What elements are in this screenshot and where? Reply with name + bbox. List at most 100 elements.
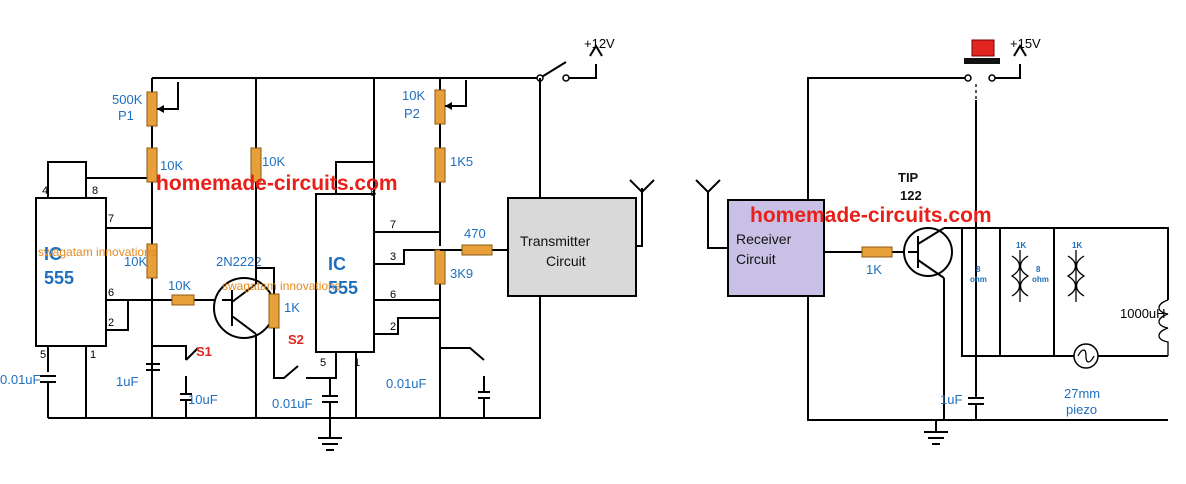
ground-symbol-rx: [924, 420, 948, 445]
supply-arrow-15v: [1013, 44, 1027, 57]
r-10k-c-label: 10K: [262, 154, 285, 169]
supply-12v-label: +12V: [584, 36, 615, 51]
ground-symbol-tx: [318, 418, 342, 451]
ic2-label-2: 555: [328, 278, 358, 298]
t1-value: 1K: [1016, 241, 1026, 250]
ic1-pin-6: 6: [108, 287, 114, 299]
t1-coil-a: [1010, 255, 1021, 297]
p1-name: P1: [118, 108, 134, 123]
c3-label: 10uF: [188, 392, 218, 407]
supply-arrow-12v: [589, 44, 603, 57]
p2-potentiometer: [434, 89, 446, 125]
column-wire-p2: [439, 78, 490, 418]
s1-switch: [152, 345, 199, 418]
r-1k5-label: 1K5: [450, 154, 473, 169]
watermark-brand-2: swagatam innovations: [222, 279, 341, 293]
pushbutton-contact-a: [964, 74, 972, 82]
watermark-brand-1: swagatam innovations: [38, 245, 157, 259]
r-3k9: [434, 249, 446, 285]
receiver-block: [727, 199, 825, 297]
t1-ohm-unit: ohm: [970, 275, 987, 284]
ic1-wire-7-6-2: [106, 227, 152, 331]
watermark-site-tx: homemade-circuits.com: [156, 172, 398, 195]
p1-potentiometer: [146, 91, 158, 127]
r-10k-b-label: 10K: [124, 254, 147, 269]
r-470: [461, 244, 493, 256]
ic2-pin-3: 3: [390, 251, 396, 263]
c2-label: 1uF: [116, 374, 138, 389]
ic2-pin-7: 7: [390, 219, 396, 231]
s2-switch: [273, 328, 318, 379]
rx-block-line2: Circuit: [736, 251, 776, 267]
r-rx-1k: [861, 246, 893, 258]
ic1-pin-8: 8: [92, 185, 98, 197]
tip122-line2: 122: [900, 188, 922, 203]
q1-leads: [222, 283, 257, 418]
ic1-pin-4: 4: [42, 185, 48, 197]
tx-block-line2: Circuit: [546, 253, 586, 269]
inductor-coil: [1158, 299, 1169, 356]
ic2-pin-1: 1: [354, 357, 360, 369]
watermark-site-rx: homemade-circuits.com: [750, 204, 992, 227]
t1-coil-b: [1019, 255, 1030, 297]
r-10k-c: [250, 147, 262, 183]
ic1-pin-5: 5: [40, 349, 46, 361]
ic1-label-1: IC: [44, 244, 62, 264]
rx-transformer-rails: [961, 228, 1168, 357]
ic1-wire-4-8: [47, 161, 152, 198]
ic1-wire-5-1: [40, 346, 87, 418]
p2-wiper: [445, 80, 467, 107]
inductor-label: 1000uH: [1120, 306, 1166, 321]
ic2-label-1: IC: [328, 254, 346, 274]
p2-value: 10K: [402, 88, 425, 103]
tip122-transistor: [903, 227, 953, 277]
ic2-pin-5: 5: [320, 357, 326, 369]
pushbutton-cap: [971, 39, 995, 57]
ic1-label-2: 555: [44, 268, 74, 288]
rx-collector-wire: [944, 227, 1169, 300]
ic2-pin-2: 2: [390, 321, 396, 333]
r-1k5: [434, 147, 446, 183]
tip122-leads: [908, 227, 945, 420]
p2-wiper-arrow: [445, 102, 452, 110]
r-10k-a-label: 10K: [160, 158, 183, 173]
supply-15v-label: +15V: [1010, 36, 1041, 51]
ic2-wire-5-1: [318, 352, 357, 418]
r-10k-b: [146, 243, 158, 279]
s2-label: S2: [288, 332, 304, 347]
piezo-line1: 27mm: [1064, 386, 1100, 401]
ic1-pin-7: 7: [108, 213, 114, 225]
piezo-line2: piezo: [1066, 402, 1097, 417]
c5-label: 0.01uF: [386, 376, 427, 391]
ic1-555: [35, 197, 107, 347]
ic2-pin-6: 6: [390, 289, 396, 301]
transmitter-section: +12V IC 555 4 8 7 6 2 5 1 0.01uF 500K P1…: [0, 36, 655, 451]
switch-contact-b: [562, 74, 570, 82]
ic1-pin-1: 1: [90, 349, 96, 361]
c1-label: 0.01uF: [0, 372, 41, 387]
r-1k-label: 1K: [284, 300, 300, 315]
t1-ohm: 8: [976, 265, 981, 274]
supply-rail-top: [152, 61, 597, 79]
tx-block-line1: Transmitter: [520, 233, 591, 249]
r-470-label: 470: [464, 226, 486, 241]
t2-value: 1K: [1072, 241, 1082, 250]
r-1k: [268, 293, 280, 329]
rx-cap: [968, 397, 984, 420]
rx-block-line1: Receiver: [736, 231, 792, 247]
ic1-pin-2: 2: [108, 317, 114, 329]
piezo-wave: [1077, 349, 1095, 363]
c4-label: 0.01uF: [272, 396, 313, 411]
q1-label: 2N2222: [216, 254, 262, 269]
p1-wiper-arrow: [157, 105, 164, 113]
r-10k-base: [171, 294, 195, 306]
t2-coil-a: [1066, 255, 1077, 297]
t2-ohm: 8: [1036, 265, 1041, 274]
rx-supply-rail: [807, 64, 1021, 200]
t2-ohm-unit: ohm: [1032, 275, 1049, 284]
c2-cap: [146, 363, 160, 371]
r-10k-a: [146, 147, 158, 183]
rx-ground-wires: [807, 100, 1168, 421]
ground-rail-bottom: [48, 78, 541, 419]
